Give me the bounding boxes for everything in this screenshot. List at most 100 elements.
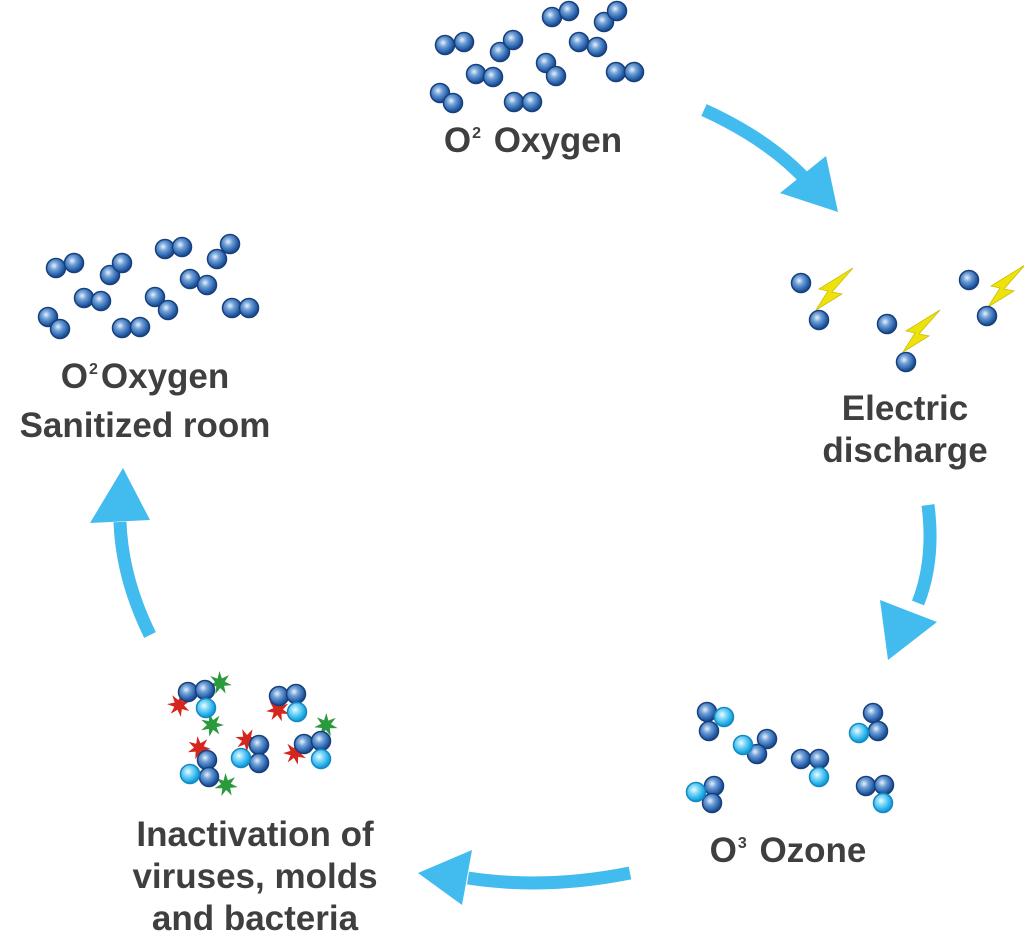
cycle-arrows <box>90 104 937 905</box>
o2-molecule-icon <box>541 0 580 28</box>
virus-icon <box>214 773 238 797</box>
o2-molecule-icon <box>465 63 504 88</box>
oxygen-atom-icon <box>541 6 563 28</box>
virus-icon <box>167 693 191 717</box>
ozone-atom-icon <box>179 763 201 785</box>
oxygen-atom-icon <box>177 681 199 703</box>
o2-molecule-icon <box>73 287 112 312</box>
oxygen-atom-icon <box>606 0 628 22</box>
o2-molecule-icon <box>111 316 151 339</box>
oxygen-atom-icon <box>285 683 307 705</box>
oxygen-atom-icon <box>502 29 524 51</box>
oxygen-atom-icon <box>442 92 464 114</box>
o3-molecule-icon <box>293 730 332 770</box>
oxygen-atom-icon <box>248 752 270 774</box>
o2-molecule-icon <box>535 52 567 87</box>
o2-molecule-icon <box>605 61 645 83</box>
oxygen-atom-icon <box>453 31 475 53</box>
virus-icon <box>266 698 290 722</box>
inactivation-label: Inactivation of viruses, molds and bacte… <box>132 815 378 938</box>
o3-molecule-icon <box>848 702 889 744</box>
o2-molecule-icon <box>99 252 133 286</box>
o2-molecule-icon <box>434 31 475 56</box>
oxygen-atom-icon <box>790 272 812 294</box>
oxygen-atom-icon <box>696 701 718 723</box>
oxygen-atom-icon <box>867 720 889 742</box>
o2-molecule-icon <box>45 252 85 279</box>
oxygen-atom-icon <box>111 317 133 339</box>
ozone-atom-icon <box>872 792 894 814</box>
ozone-atom-icon <box>713 706 735 728</box>
oxygen-atom-icon <box>219 233 241 255</box>
oxygen-atom-icon <box>268 685 290 707</box>
cycle-arrow-icon <box>418 850 632 905</box>
o2-molecule-icon <box>503 91 543 113</box>
oxygen-atom-icon <box>206 248 228 270</box>
ozone-atom-icon <box>685 781 707 803</box>
o2-molecule-icon <box>429 82 464 114</box>
oxygen-atom-icon <box>196 749 218 771</box>
oxygen-atom-icon <box>157 299 179 321</box>
oxygen-atom-icon <box>310 730 332 752</box>
oxygen-atom-icon <box>198 766 220 788</box>
oxygen-atom-icon <box>63 252 85 274</box>
oxygen-atom-icon <box>521 91 543 113</box>
oxygen-atom-icon <box>605 61 627 83</box>
oxygen-atom-icon <box>545 65 567 87</box>
oxygen-atom-icon <box>111 252 133 274</box>
oxygen-atom-icon <box>194 679 216 701</box>
virus-icon <box>314 713 338 736</box>
o2-molecule-icon <box>489 29 524 63</box>
oxygen-atom-icon <box>221 297 243 319</box>
sanitized-label: O2Oxygen Sanitized room <box>19 357 271 445</box>
virus-icon <box>208 671 232 695</box>
oxygen-atom-icon <box>489 41 511 63</box>
ozone-atom-icon <box>848 722 870 744</box>
electric-discharge-label: Electric discharge <box>822 389 988 470</box>
ozone-label: O3 Ozone <box>709 831 867 870</box>
o2-molecule-icon <box>37 306 71 340</box>
oxygen-atom-icon <box>895 351 917 373</box>
oxygen-atom-icon <box>586 36 608 58</box>
oxygen-atom-icon <box>196 274 218 296</box>
oxygen-atom-icon <box>144 286 166 308</box>
oxygen-atom-icon <box>873 774 895 796</box>
o3-molecule-icon <box>268 683 308 723</box>
oxygen-atom-icon <box>876 313 898 335</box>
o2-molecule-icon <box>144 286 179 321</box>
o2-molecule-icon <box>179 268 218 296</box>
oxygen-atom-icon <box>862 702 884 724</box>
lightning-icon <box>815 267 854 311</box>
ozone-atom-icon <box>286 701 308 723</box>
ozone-atom-icon <box>808 766 830 788</box>
o2-molecule-icon <box>568 31 608 58</box>
o3-molecule-icon <box>230 734 270 774</box>
oxygen-atom-icon <box>90 290 112 312</box>
oxygen-atom-icon <box>790 748 812 770</box>
oxygen-atom-icon <box>756 728 778 750</box>
oxygen-atom-icon <box>248 734 270 756</box>
cycle-arrow-icon <box>701 104 838 212</box>
oxygen-atom-icon <box>45 257 67 279</box>
oxygen-atom-icon <box>465 63 487 85</box>
o2-molecule-icon <box>593 0 628 33</box>
o3-molecule-icon <box>179 749 220 788</box>
oxygen-atom-icon <box>171 236 193 258</box>
oxygen-atom-icon <box>49 318 71 340</box>
ozone-atom-icon <box>310 748 332 770</box>
oxygen-atom-icon <box>179 268 201 290</box>
cycle-arrow-icon <box>90 468 156 638</box>
oxygen-atom-icon <box>73 287 95 309</box>
o3-molecule-icon <box>177 679 217 719</box>
o3-molecule-icon <box>696 701 735 742</box>
o2-molecule-icon <box>221 297 260 319</box>
lightning-icon <box>987 265 1024 308</box>
oxygen-atom-icon <box>99 264 121 286</box>
oxygen-atom-icon <box>129 316 151 338</box>
oxygen-atom-icon <box>958 269 980 291</box>
o3-molecule-icon <box>790 748 830 788</box>
virus-icon <box>187 736 211 760</box>
virus-icon <box>283 741 306 765</box>
ozone-atom-icon <box>195 697 217 719</box>
o2-molecule-icon <box>154 236 193 260</box>
